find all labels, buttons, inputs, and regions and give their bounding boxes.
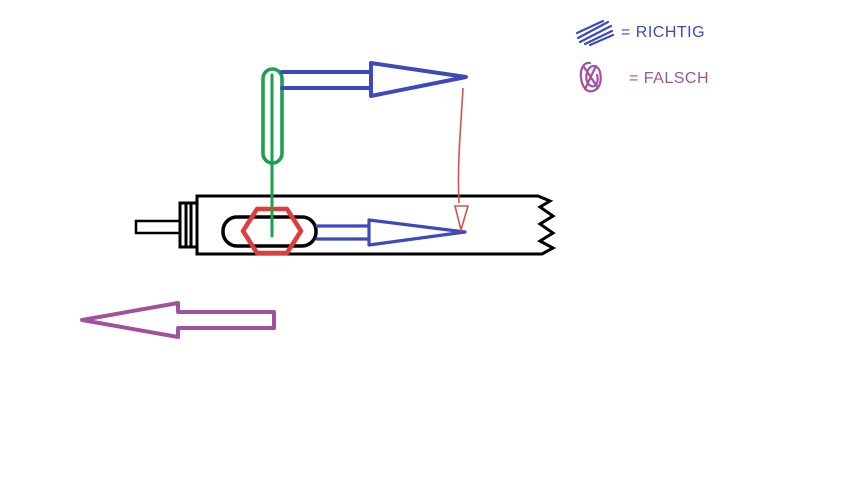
green-group: [261, 67, 284, 238]
top-arrow-head: [369, 61, 468, 98]
top-correct-arrow: [280, 61, 468, 98]
red-wrong-path-line: [457, 87, 464, 204]
richtig-label: = RICHTIG: [621, 24, 705, 41]
pen-group: [134, 194, 557, 256]
falsch-label: = FALSCH: [629, 70, 709, 87]
red-path-group: [453, 87, 470, 234]
pen-body-outline: [195, 194, 557, 256]
purple-pull-arrow: [80, 301, 276, 339]
pen-connector-pin: [134, 219, 180, 235]
richtig-scribble-icon: [575, 19, 615, 47]
inner-slot-outline: [221, 215, 318, 248]
pen-connector-collar-ridges: [184, 203, 193, 247]
legend: = RICHTIG = FALSCH: [575, 19, 709, 93]
inner-correct-arrow: [315, 218, 467, 247]
red-down-arrowhead: [453, 205, 470, 234]
falsch-scribble-icon: [579, 61, 602, 93]
pen-connector-collar: [178, 201, 197, 249]
inner-arrow-head: [367, 218, 467, 247]
red-hexagon-nut: [240, 206, 304, 256]
blue-arrows-group: [280, 61, 468, 247]
